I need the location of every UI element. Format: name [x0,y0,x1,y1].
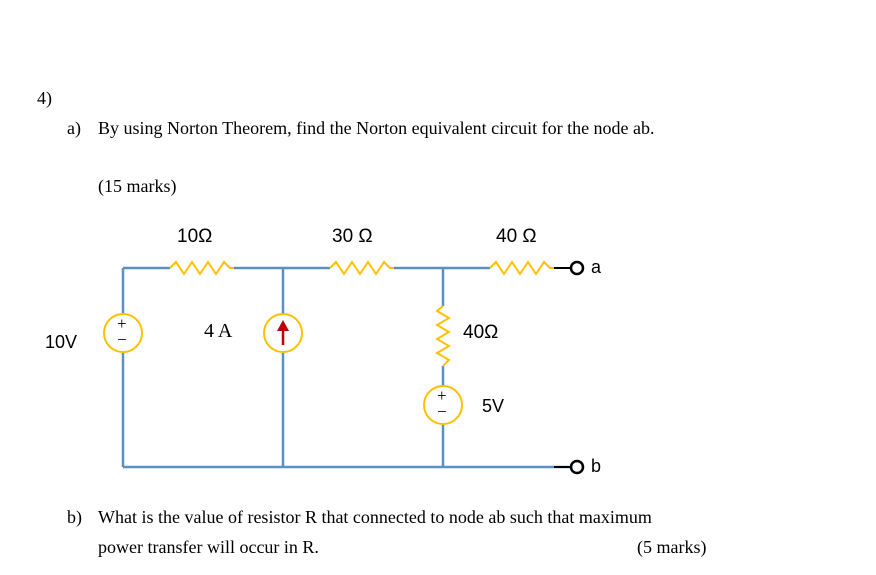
resistor-40-ohm-series [489,260,554,276]
terminal-b [569,459,585,475]
part-b-line1: What is the value of resistor R that con… [98,507,652,527]
resistor-40-ohm-shunt [435,305,451,367]
part-a-label: a) [67,118,81,138]
node-b-label: b [591,456,602,476]
part-a-marks: (15 marks) [98,176,177,196]
vs2-minus: − [437,402,447,421]
part-b-label: b) [67,507,82,527]
part-b-line2: power transfer will occur in R. [98,537,319,557]
vs2-plus: + [437,386,447,405]
r1-label: 10Ω [177,226,213,247]
resistor-10-ohm [169,260,234,276]
r4-label: 40Ω [463,322,499,343]
r2-label: 30 Ω [332,226,373,247]
vs1-label: 10V [45,332,78,352]
is-label: 4 A [204,320,233,342]
wires [121,266,572,469]
part-a-text: By using Norton Theorem, find the Norton… [98,118,655,138]
voltage-source-5v [423,385,463,425]
resistor-30-ohm [329,260,394,276]
vs2-label: 5V [482,396,505,416]
node-a-label: a [591,257,602,277]
voltage-source-10v [103,313,143,353]
question-number: 4) [37,88,52,108]
r3-label: 40 Ω [496,226,537,247]
vs1-minus: − [117,330,127,349]
vs1-plus: + [117,314,127,333]
part-b-marks: (5 marks) [637,537,707,557]
arrow-up-icon [277,320,289,345]
terminal-a [569,260,585,276]
